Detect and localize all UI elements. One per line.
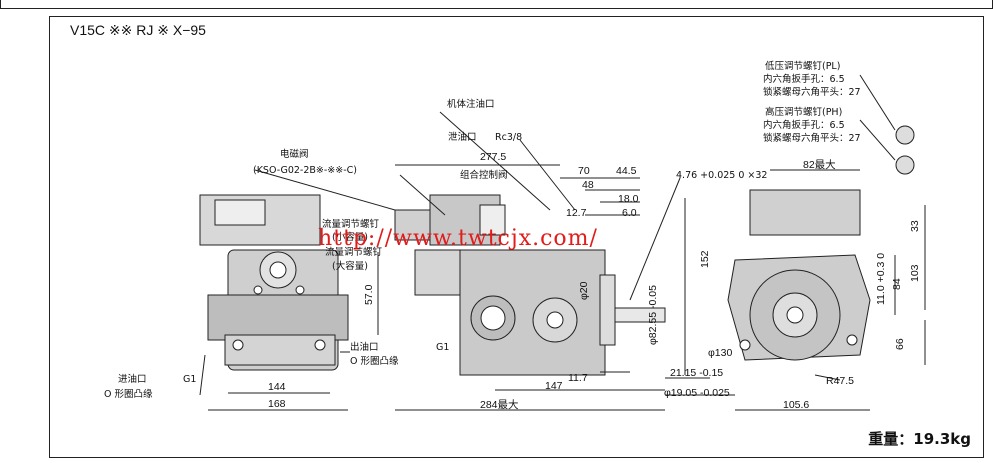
- left-end-view: [199, 194, 349, 371]
- inlet-flange-label: O 形圈凸缘: [104, 388, 153, 400]
- dim-82-55: φ82.55 -0.05: [647, 285, 659, 345]
- low-hex-label: 内六角扳手孔：6.5: [763, 73, 845, 85]
- solenoid-valve-label: 电磁阀: [280, 148, 309, 160]
- dim-r47-5: R47.5: [826, 375, 854, 387]
- dim-12-7: 12.7: [566, 207, 587, 219]
- key-spec-label: 4.76 +0.025 0 ×32: [676, 170, 767, 181]
- front-view: [727, 125, 915, 361]
- side-view: [394, 194, 666, 376]
- dim-66: 66: [894, 338, 906, 350]
- inlet-g1-label: G1: [183, 374, 196, 385]
- drain-port-label: 泄油口: [448, 131, 477, 143]
- dim-82max: 82最大: [803, 158, 836, 171]
- dim-19-05: φ19.05 -0.025: [664, 387, 730, 399]
- inlet-label: 进油口: [118, 373, 147, 385]
- dim-152: 152: [699, 250, 711, 268]
- dim-147: 147: [545, 380, 563, 392]
- flow-small-cap-label: (小容量): [332, 231, 368, 243]
- body-fill-port-label: 机体注油口: [447, 98, 495, 110]
- dim-130: φ130: [708, 347, 732, 359]
- dim-57: 57.0: [363, 284, 375, 305]
- combined-control-valve-label: 组合控制阀: [460, 169, 508, 181]
- outlet-g1-label: G1: [436, 342, 449, 353]
- dim-11-7: 11.7: [568, 372, 588, 384]
- dim-103: 103: [909, 264, 921, 282]
- dim-284: 284最大: [480, 398, 519, 411]
- weight-label: 重量：19.3kg: [868, 430, 971, 448]
- dim-168: 168: [268, 398, 286, 410]
- flow-adjust-large-label: 流量调节螺钉: [325, 246, 383, 258]
- flow-large-cap-label: (大容量): [332, 260, 368, 272]
- dim-11-0: 11.0 +0.3 0: [875, 253, 887, 305]
- dim-144: 144: [268, 381, 286, 393]
- dim-20: φ20: [578, 281, 590, 300]
- high-pressure-screw-label: 高压调节螺钉(PH): [765, 106, 842, 118]
- model-code: V15C ※※ RJ ※ X−95: [70, 22, 206, 38]
- outlet-label: 出油口: [350, 341, 379, 353]
- dim-48: 48: [582, 179, 594, 191]
- high-nut-label: 锁紧螺母六角平头：27: [763, 132, 861, 144]
- dim-84: 84: [891, 278, 903, 290]
- outlet-flange-label: O 形圈凸缘: [350, 355, 399, 367]
- drain-port-size: Rc3/8: [495, 132, 522, 143]
- dim-33: 33: [909, 220, 921, 232]
- dim-277-5: 277.5: [480, 151, 506, 163]
- high-hex-label: 内六角扳手孔：6.5: [763, 119, 845, 131]
- low-nut-label: 锁紧螺母六角平头：27: [763, 86, 861, 98]
- low-pressure-screw-label: 低压调节螺钉(PL): [765, 60, 840, 72]
- dim-18: 18.0: [618, 193, 639, 205]
- flow-adjust-small-label: 流量调节螺钉: [322, 218, 380, 230]
- watermark: http://www.twtcjx.com/: [318, 226, 598, 251]
- dim-21-15: 21.15 -0.15: [670, 367, 723, 379]
- drawing-frame: [49, 16, 984, 458]
- dim-6: 6.0: [622, 207, 637, 219]
- dim-70: 70: [578, 165, 590, 177]
- dim-44-5: 44.5: [616, 165, 637, 177]
- dim-105-6: 105.6: [783, 399, 809, 411]
- solenoid-model-label: (KSO-G02-2B※-※※-C): [253, 165, 357, 176]
